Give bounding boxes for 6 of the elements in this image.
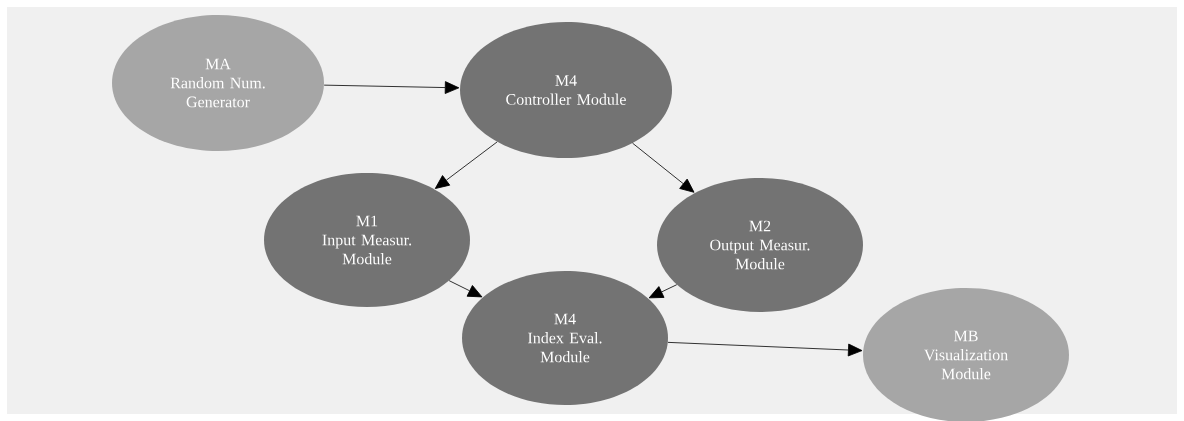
arrow <box>323 81 460 94</box>
arrow <box>667 341 863 357</box>
arrow <box>632 142 695 193</box>
arrow <box>434 141 498 189</box>
arrow <box>648 284 678 299</box>
arrow <box>448 280 483 298</box>
